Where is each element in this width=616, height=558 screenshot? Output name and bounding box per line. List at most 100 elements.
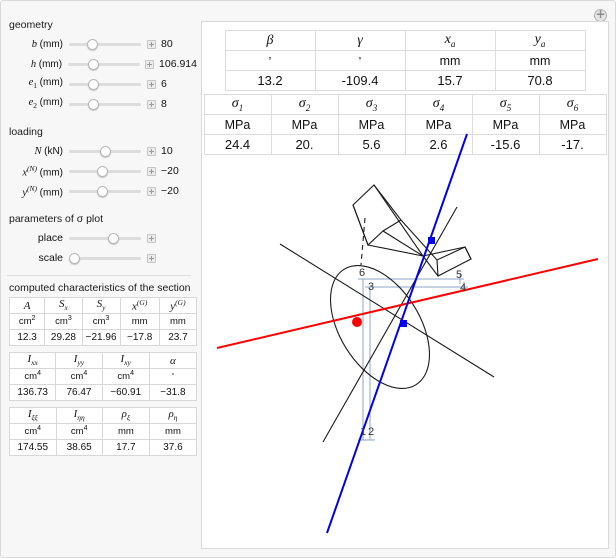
characteristics-table-3: Iξξ Iηη ρξ ρη cm4 cm4 mm mm 174.55 38.65… — [9, 407, 198, 456]
expand-icon-e2[interactable] — [147, 99, 156, 109]
expand-icon-h[interactable] — [145, 59, 155, 69]
slider-track — [68, 63, 141, 66]
slider-b[interactable] — [69, 37, 141, 51]
label-place: place — [37, 232, 63, 244]
expand-icon-place[interactable] — [147, 233, 156, 243]
loading-section-title: loading — [9, 126, 43, 138]
th-rhoeta: ρη — [148, 407, 198, 424]
control-row-e1: e1 (mm) 6 — [1, 74, 197, 94]
table-row: 136.73 76.47 −60.91 −31.8 — [8, 384, 198, 401]
inertia-ellipse — [329, 265, 431, 389]
table-row-header: β γ xa ya — [224, 30, 586, 51]
expand-icon-yN[interactable] — [147, 186, 156, 196]
slider-h[interactable] — [68, 57, 141, 71]
th-alpha: α — [148, 352, 198, 369]
slider-thumb[interactable] — [108, 233, 119, 244]
unit-Ixixi: cm4 — [9, 423, 57, 440]
slider-N[interactable] — [69, 144, 141, 158]
val-Ixx: 136.73 — [8, 384, 57, 401]
th-rhoxi: ρξ — [101, 407, 150, 424]
val-rhoeta: 37.6 — [148, 439, 198, 456]
unit-rhoxi: mm — [101, 423, 150, 440]
label-yN: y(N) (mm) — [22, 183, 63, 199]
th-Ixy: Ixy — [101, 352, 150, 369]
val-Ixixi: 174.55 — [9, 439, 57, 456]
vertex-label-5: 5 — [456, 269, 462, 281]
value-e2: 8 — [161, 98, 167, 110]
th-Iyy: Iyy — [55, 352, 103, 369]
angles-table: β γ xa ya ° ° mm mm 13.2 -109.4 15.7 70.… — [224, 30, 586, 91]
unit-rhoeta: mm — [148, 423, 198, 440]
cross-section-figure: 6 3 5 4 1 2 — [216, 133, 599, 534]
expand-icon-e1[interactable] — [147, 79, 156, 89]
control-panel: geometry b (mm) 80 h (mm) 106.914 e1 (mm… — [1, 19, 198, 539]
unit-sigma3: MPa — [337, 114, 406, 135]
th-Ietaeta: Iηη — [55, 407, 103, 424]
construction-dash — [360, 217, 366, 266]
unit-Sy: cm3 — [81, 313, 121, 330]
slider-e2[interactable] — [69, 97, 141, 111]
slider-track — [69, 103, 141, 106]
expand-icon-xN[interactable] — [147, 166, 156, 176]
slider-thumb[interactable] — [69, 253, 80, 264]
control-row-h: h (mm) 106.914 — [1, 54, 197, 74]
load-point-marker-upper — [428, 237, 435, 244]
label-h: h (mm) — [30, 58, 63, 70]
slider-track — [69, 237, 141, 240]
label-b: b (mm) — [31, 38, 63, 50]
expand-icon-b[interactable] — [147, 39, 156, 49]
unit-sigma6: MPa — [538, 114, 607, 135]
table-row: 174.55 38.65 17.7 37.6 — [9, 439, 198, 456]
val-Sy: −21.96 — [81, 329, 121, 346]
slider-thumb[interactable] — [88, 59, 100, 70]
control-row-place: place — [1, 228, 197, 248]
slider-scale[interactable] — [69, 251, 141, 265]
table-row-header: A Sx Sy x(G) y(G) — [8, 297, 198, 314]
slider-thumb[interactable] — [97, 166, 108, 177]
table-row: 13.2 -109.4 15.7 70.8 — [224, 70, 586, 91]
val-A: 12.3 — [8, 329, 46, 346]
expand-icon-N[interactable] — [147, 146, 156, 156]
value-h: 106.914 — [159, 58, 197, 70]
load-point-marker-lower — [400, 320, 407, 327]
label-e1: e1 (mm) — [28, 77, 63, 91]
slider-thumb[interactable] — [88, 79, 99, 90]
table-row-units: cm2 cm3 cm3 mm mm — [8, 313, 198, 330]
unit-Iyy: cm4 — [55, 368, 103, 385]
value-xN: −20 — [161, 165, 179, 177]
value-b: 80 — [161, 38, 173, 50]
unit-yG: mm — [158, 313, 198, 330]
control-row-scale: scale — [1, 248, 197, 268]
control-row-b: b (mm) 80 — [1, 34, 197, 54]
vertex-label-4: 4 — [460, 282, 466, 294]
val-sigma3: 5.6 — [337, 134, 406, 155]
slider-thumb[interactable] — [88, 99, 99, 110]
stress-table: σ1 σ2 σ3 σ4 σ5 σ6 MPa MPa MPa MPa MPa MP… — [203, 94, 607, 155]
slider-track — [69, 257, 141, 260]
slider-e1[interactable] — [69, 77, 141, 91]
slider-thumb[interactable] — [100, 146, 111, 157]
table-row-units: MPa MPa MPa MPa MPa MPa — [203, 114, 607, 135]
principal-axis-xi — [279, 243, 495, 378]
slider-yN[interactable] — [69, 184, 141, 198]
val-sigma2: 20. — [270, 134, 339, 155]
expand-icon-scale[interactable] — [147, 253, 156, 263]
results-tables: β γ xa ya ° ° mm mm 13.2 -109.4 15.7 70.… — [202, 30, 608, 158]
slider-xN[interactable] — [69, 164, 141, 178]
val-xG: −17.8 — [119, 329, 160, 346]
control-row-yN: y(N) (mm) −20 — [1, 181, 197, 201]
val-Ixy: −60.91 — [101, 384, 150, 401]
dimension-lines — [358, 274, 468, 441]
slider-thumb[interactable] — [97, 186, 108, 197]
val-Sx: 29.28 — [44, 329, 83, 346]
control-row-xN: x(N) (mm) −20 — [1, 161, 197, 181]
characteristics-table-2: Ixx Iyy Ixy α cm4 cm4 cm4 ° 136.73 76.47… — [8, 352, 198, 401]
val-ya: 70.8 — [494, 70, 586, 91]
slider-track — [69, 43, 141, 46]
principal-axis-eta — [322, 206, 458, 443]
slider-thumb[interactable] — [87, 39, 98, 50]
val-sigma5: -15.6 — [471, 134, 540, 155]
slider-place[interactable] — [69, 231, 141, 245]
vertex-label-6: 6 — [359, 267, 365, 279]
geometry-section-title: geometry — [9, 19, 53, 31]
